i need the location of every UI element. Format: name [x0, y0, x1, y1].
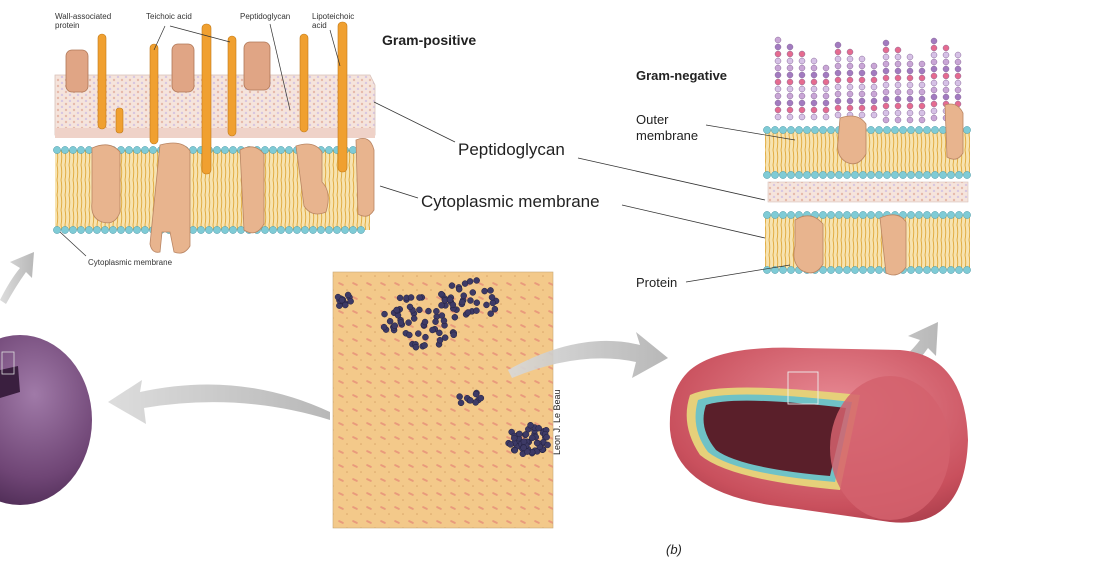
panel-label: (b): [666, 542, 682, 557]
arrow-to-red-cell: [508, 332, 668, 378]
label-cytoplasmic-membrane-small: Cytoplasmic membrane: [88, 258, 173, 267]
gn-membrane-protein: [879, 214, 907, 276]
title-gram-positive: Gram-positive: [382, 32, 477, 48]
gram-positive-cocci: [334, 277, 551, 458]
label-teichoic-acid: Teichoic acid: [146, 12, 192, 21]
label-outer-membrane: Outer membrane: [636, 112, 699, 143]
arrow-to-purple-cell: [108, 380, 330, 424]
gp-wall-protein: [243, 41, 271, 91]
gp-membrane-protein: [91, 144, 121, 224]
gn-membrane-protein: [793, 215, 824, 274]
gp-membrane-protein: [355, 137, 375, 217]
gp-leader-lines: [59, 23, 341, 257]
gram-positive-cell: [0, 335, 92, 505]
title-gram-negative: Gram-negative: [636, 68, 728, 83]
gp-peptidoglycan-edge: [55, 128, 375, 138]
gp-membrane-protein: [295, 143, 329, 215]
gp-peptidoglycan-layer: [54, 74, 376, 136]
gn-outer-membrane-tails: [765, 130, 970, 175]
gn-lps-chains: [774, 36, 962, 124]
arrow-up-left: [0, 252, 34, 304]
gp-membrane-protein: [149, 142, 191, 254]
gram-negative-block: [685, 36, 971, 283]
gram-stain-micrograph: [332, 271, 554, 529]
gn-outer-protein: [837, 115, 867, 165]
label-wall-associated-protein: Wall-associated protein: [55, 12, 112, 30]
label-cytoplasmic-membrane: Cytoplasmic membrane: [421, 192, 600, 211]
label-peptidoglycan: Peptidoglycan: [458, 140, 565, 159]
gp-membrane-protein: [239, 146, 265, 234]
label-lipoteichoic-acid: Lipoteichoic acid: [312, 12, 355, 30]
label-protein: Protein: [636, 275, 678, 290]
gram-positive-block: [53, 21, 376, 257]
gp-wall-protein: [171, 43, 195, 93]
gn-leader-lines: [685, 124, 796, 283]
photo-credit: Leon J. Le Beau: [552, 389, 562, 455]
gram-negative-cell: [669, 347, 968, 523]
gn-peptidoglycan-layer: [767, 181, 969, 203]
center-leader-lines: [373, 101, 766, 239]
gp-wall-protein: [65, 49, 89, 93]
gn-outer-protein: [944, 103, 964, 160]
gp-teichoic-rods: [97, 21, 348, 175]
label-peptidoglycan-small: Peptidoglycan: [240, 12, 291, 21]
